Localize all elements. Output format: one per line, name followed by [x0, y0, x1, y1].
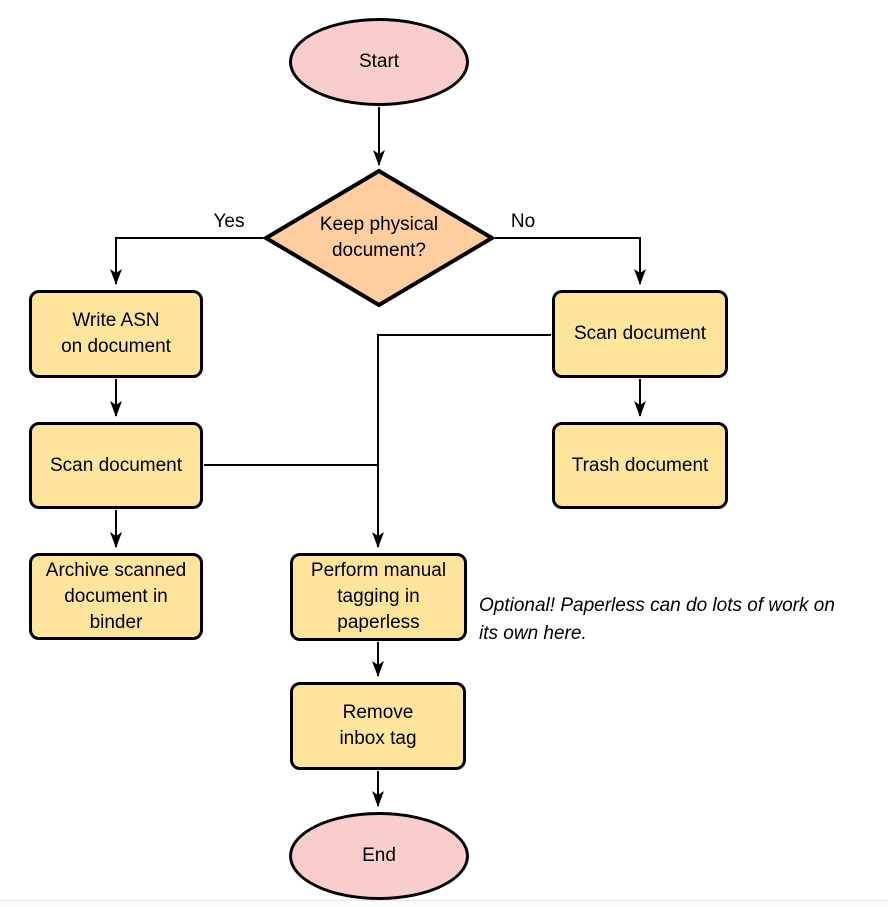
node-write-asn-label: Write ASN on document: [61, 310, 171, 357]
node-write-asn: Write ASN on document: [29, 290, 203, 378]
edge-scan-right-to-tagging: [372, 334, 551, 548]
node-start-label: Start: [358, 51, 400, 72]
edge-decision-to-scan-right: [495, 237, 646, 285]
node-scan-document-left-label: Scan document: [49, 454, 183, 476]
node-manual-tagging: Perform manual tagging in paperless: [290, 553, 467, 641]
node-remove-inbox-tag: Remove inbox tag: [290, 682, 466, 770]
node-trash-document: Trash document: [552, 422, 728, 509]
node-scan-document-left: Scan document: [29, 422, 203, 509]
node-remove-inbox-tag-label: Remove inbox tag: [339, 702, 417, 749]
edge-decision-to-write-asn: [110, 237, 263, 285]
edge-label-no: No: [510, 211, 536, 232]
node-end-label: End: [362, 845, 396, 866]
node-trash-document-label: Trash document: [571, 454, 709, 476]
node-start: Start: [289, 18, 469, 106]
node-archive-document: Archive scanned document in binder: [29, 553, 203, 640]
decision-node-shape: [262, 168, 496, 308]
edge-label-yes: Yes: [213, 211, 245, 232]
node-decision-label: Keep physical document?: [319, 214, 439, 261]
annotation-optional-note: Optional! Paperless can do lots of work …: [479, 595, 835, 644]
node-manual-tagging-label: Perform manual tagging in paperless: [310, 560, 447, 633]
page-bottom-divider: [0, 900, 888, 907]
node-decision: Keep physical document?: [289, 211, 469, 265]
node-scan-document-right-label: Scan document: [573, 323, 707, 344]
node-archive-document-label: Archive scanned document in binder: [45, 559, 187, 633]
node-scan-document-right: Scan document: [552, 290, 728, 378]
node-end: End: [289, 812, 469, 900]
